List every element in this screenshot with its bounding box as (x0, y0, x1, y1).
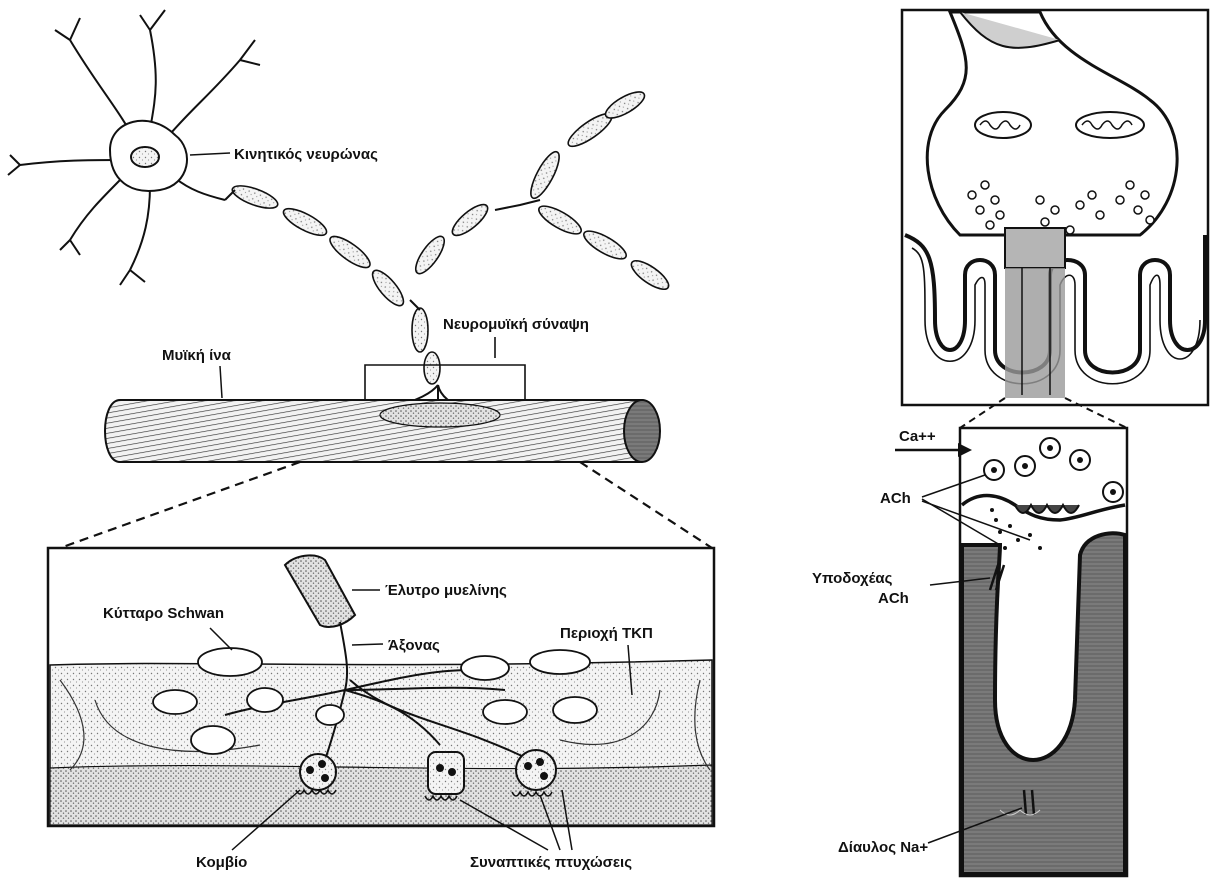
axon-myelin-segments (230, 87, 673, 384)
neuron-label-pointer (190, 153, 230, 155)
ach-label: ACh (880, 490, 911, 507)
nmj-label: Νευρομυϊκή σύναψη (443, 316, 589, 333)
presynaptic-terminal-panel (902, 10, 1208, 405)
motor-neuron-drawing (8, 10, 260, 285)
muscle-fiber-pointer (220, 366, 222, 398)
schwann-cell-label: Κύτταρο Schwan (103, 605, 224, 622)
axon-line (225, 190, 540, 410)
zoom-line-right (580, 462, 712, 548)
ach-receptor-label-line2: ACh (878, 590, 909, 607)
magnified-junction-panel (48, 548, 714, 826)
ach-receptor-label-line1: Υποδοχέας (812, 570, 893, 587)
axon-pointer (352, 644, 383, 645)
muscle-fiber-label: Μυϊκή ίνα (162, 347, 232, 364)
myelin-sheath-label: Έλυτρο μυελίνης (385, 582, 507, 599)
muscle-fiber-cylinder (105, 400, 660, 462)
terminal-button-label: Κομβίο (196, 854, 247, 871)
sodium-channel-label: Δίαυλος Na+ (838, 839, 928, 856)
motor-neuron-label: Κινητικός νευρώνας (234, 146, 378, 163)
tkp-region-label: Περιοχή ΤΚΠ (560, 625, 653, 642)
calcium-label: Ca++ (899, 428, 936, 445)
cleft-detail-panel (960, 428, 1127, 876)
zoom-line-left (60, 462, 300, 548)
axon-label: Άξονας (388, 637, 440, 654)
synaptic-folds-label: Συναπτικές πτυχώσεις (470, 854, 632, 871)
